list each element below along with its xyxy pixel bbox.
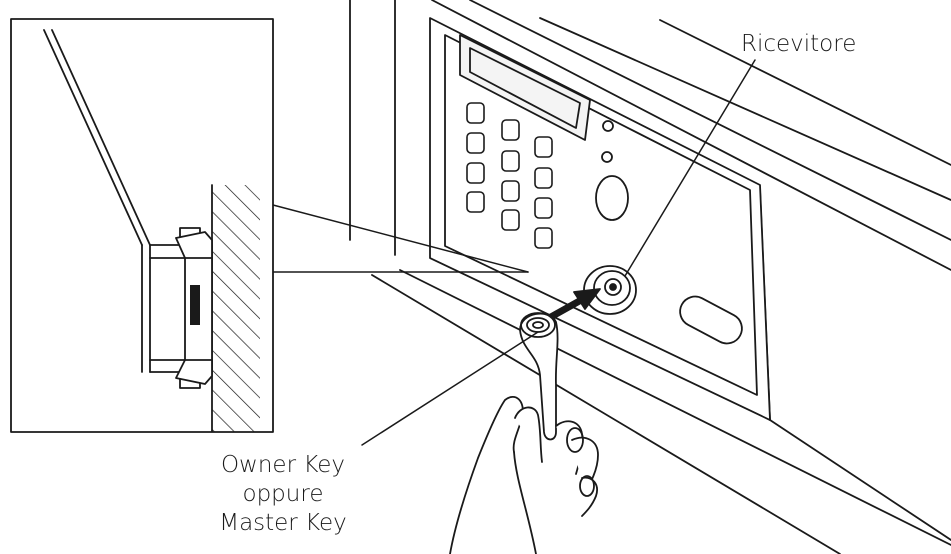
keypad [466,102,553,249]
insert-arrow-icon [545,288,601,322]
inset-detail [10,18,274,433]
hatched-wall [212,185,260,432]
key-label-line3: Master Key [219,510,347,536]
key-label-line2: oppure [242,481,324,507]
receiver-leader-line [624,59,756,277]
safe-body [349,0,951,554]
oval-slot-icon [679,295,743,345]
key-label-line1: Owner Key [220,452,346,478]
callout-connector [272,204,529,273]
receiver-icon [583,265,637,315]
led-icon [602,120,614,132]
receiver-label: Ricevitore [741,31,857,57]
led-icon [601,151,613,163]
control-panel [429,17,771,421]
round-button-icon [595,175,629,221]
key-label: Owner Key oppure Master Key [208,451,358,538]
hand-icon [449,396,599,554]
display-window [459,34,591,141]
key-leader-line [361,331,539,446]
